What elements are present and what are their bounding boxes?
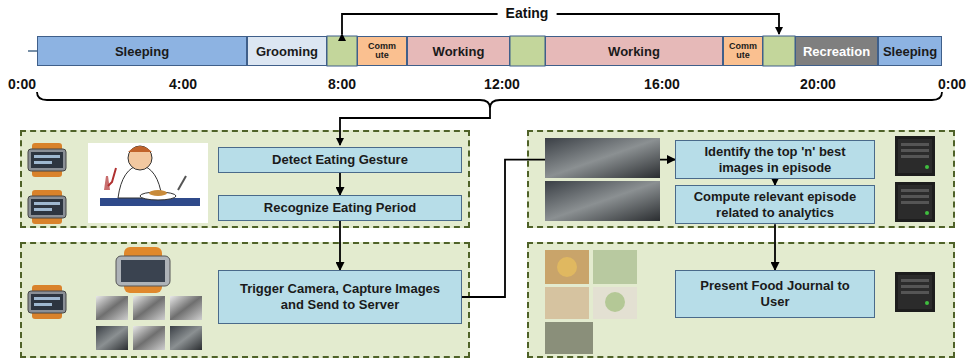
illustration-part xyxy=(593,250,637,284)
smartwatch-photo xyxy=(116,247,170,293)
eating-segment xyxy=(763,36,795,66)
activity-segment: Commute xyxy=(723,36,763,66)
watch-icon xyxy=(28,285,66,319)
eating-cartoon xyxy=(88,143,208,223)
server-icon xyxy=(895,272,935,312)
activity-segment: Sleeping xyxy=(878,36,942,66)
node-text: Recognize Eating Period xyxy=(264,200,416,216)
node-text: Sleeping xyxy=(883,44,937,59)
illustration-part xyxy=(104,176,110,190)
eating-bracket xyxy=(342,14,779,34)
server-icon xyxy=(895,182,935,222)
activity-segment: Working xyxy=(545,36,723,66)
node-text: Working xyxy=(608,44,660,59)
node-text: Compute relevant episode related to anal… xyxy=(684,189,866,220)
node-text: Sleeping xyxy=(115,44,169,59)
illustration-part xyxy=(116,256,170,286)
flow-arrow xyxy=(462,160,675,297)
illustration-part xyxy=(545,322,593,354)
activity-segment: Commute xyxy=(357,36,407,66)
food-journal-photos xyxy=(545,250,637,354)
illustration-part xyxy=(88,143,208,223)
food-photo xyxy=(545,181,660,221)
illustration-part xyxy=(557,257,577,277)
process-box: Identify the top 'n' best images in epis… xyxy=(675,140,875,179)
illustration-part xyxy=(96,296,128,320)
illustration-part xyxy=(545,250,589,284)
node-text: Present Food Journal to User xyxy=(684,278,866,309)
eating-segment xyxy=(510,36,545,66)
time-label: 16:00 xyxy=(644,76,680,92)
watch-icon xyxy=(28,143,66,177)
illustration-part xyxy=(170,326,202,350)
flow-arrow xyxy=(774,224,776,270)
activity-segment: Grooming xyxy=(247,36,327,66)
illustration-part xyxy=(133,326,165,350)
flow-arrow xyxy=(339,221,341,270)
illustration-part xyxy=(545,287,589,319)
node-text: Identify the top 'n' best images in epis… xyxy=(684,144,866,175)
illustration-part xyxy=(170,296,202,320)
illustration-part xyxy=(121,260,165,282)
illustration-part xyxy=(128,146,152,152)
node-text: Recreation xyxy=(803,44,870,59)
illustration-part xyxy=(96,326,128,350)
time-label: 0:00 xyxy=(8,76,36,92)
node-text: Working xyxy=(433,44,485,59)
illustration-part xyxy=(178,176,186,190)
node-text: Detect Eating Gesture xyxy=(272,152,408,168)
illustration-part xyxy=(133,296,165,320)
time-label: 4:00 xyxy=(169,76,197,92)
server-icon xyxy=(895,136,935,176)
activity-segment: Recreation xyxy=(795,36,878,66)
activity-segment: Working xyxy=(407,36,510,66)
illustration-part xyxy=(149,190,167,196)
activity-segment: Sleeping xyxy=(37,36,247,66)
process-box: Recognize Eating Period xyxy=(218,195,462,221)
process-box: Compute relevant episode related to anal… xyxy=(675,185,875,224)
node-text: Commute xyxy=(368,42,396,61)
node-text: Commute xyxy=(729,42,757,61)
process-box: Present Food Journal to User xyxy=(675,270,875,318)
node-text: Trigger Camera, Capture Images and Send … xyxy=(227,281,453,312)
illustration-part xyxy=(128,146,152,170)
captured-images xyxy=(96,296,202,350)
day-brace xyxy=(37,92,942,108)
illustration-part xyxy=(593,287,637,319)
brace-arrow xyxy=(340,108,490,145)
food-photo xyxy=(545,138,660,178)
node-text: Grooming xyxy=(256,44,318,59)
watch-icon xyxy=(28,190,66,224)
time-label: 12:00 xyxy=(484,76,520,92)
flow-arrow xyxy=(339,173,341,195)
process-box: Trigger Camera, Capture Images and Send … xyxy=(218,270,462,324)
time-label: 8:00 xyxy=(328,76,356,92)
time-label: 20:00 xyxy=(800,76,836,92)
time-label: 0:00 xyxy=(938,76,966,92)
process-box: Detect Eating Gesture xyxy=(218,147,462,173)
eating-segment xyxy=(327,36,357,66)
illustration-part xyxy=(605,292,625,312)
axis-start-line xyxy=(28,50,37,52)
bracket-label: Eating xyxy=(498,5,557,21)
illustration-part xyxy=(108,168,116,186)
